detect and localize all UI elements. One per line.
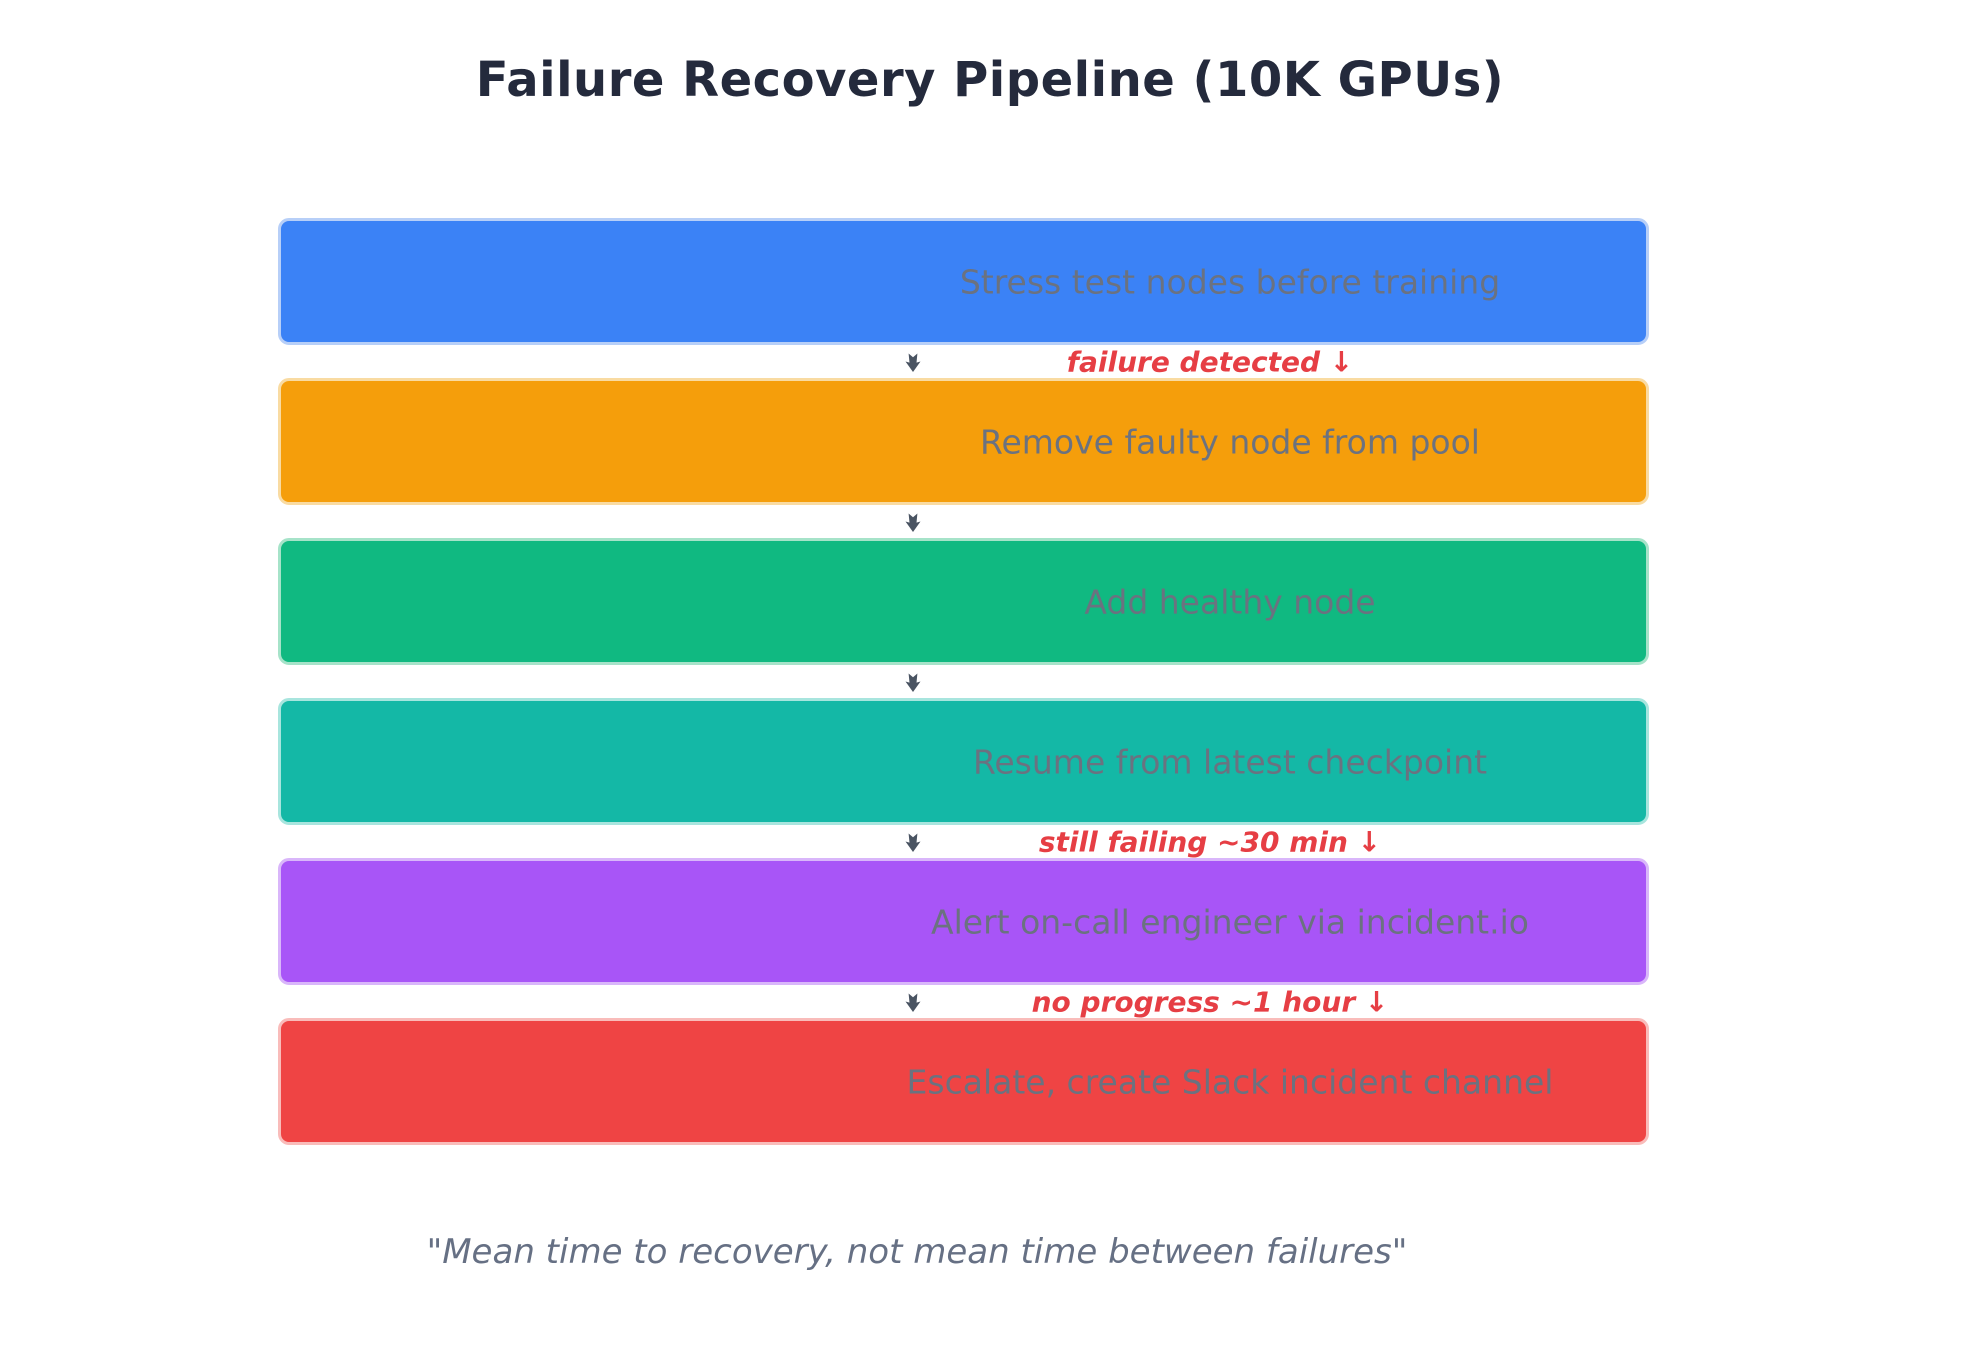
footer-quote: "Mean time to recovery, not mean time be… — [426, 1232, 1408, 1272]
step-label: Stress test nodes before training — [959, 262, 1501, 301]
transition-gap-3 — [278, 665, 1649, 698]
transition-gap-2 — [278, 505, 1649, 538]
step-box-remove-node: Remove faulty node from pool — [278, 378, 1649, 505]
step-box-add-node: Add healthy node — [278, 538, 1649, 665]
down-arrow-icon — [905, 512, 921, 532]
step-box-alert-oncall: Alert on-call engineer via incident.io — [278, 858, 1649, 985]
transition-label: still failing ~30 min ↓ — [1038, 825, 1382, 858]
step-box-resume-checkpoint: Resume from latest checkpoint — [278, 698, 1649, 825]
step-label: Add healthy node — [1084, 582, 1376, 621]
step-label: Remove faulty node from pool — [980, 422, 1480, 461]
transition-label: no progress ~1 hour ↓ — [1031, 985, 1389, 1018]
step-label: Alert on-call engineer via incident.io — [931, 902, 1529, 941]
down-arrow-icon — [905, 832, 921, 852]
transition-gap-5: no progress ~1 hour ↓ — [278, 985, 1649, 1018]
step-box-stress-test: Stress test nodes before training — [278, 218, 1649, 345]
transition-gap-1: failure detected ↓ — [278, 345, 1649, 378]
step-box-escalate: Escalate, create Slack incident channel — [278, 1018, 1649, 1145]
transition-label: failure detected ↓ — [1066, 345, 1354, 378]
step-label: Resume from latest checkpoint — [972, 742, 1488, 781]
step-label: Escalate, create Slack incident channel — [906, 1062, 1554, 1101]
down-arrow-icon — [905, 352, 921, 372]
transition-gap-4: still failing ~30 min ↓ — [278, 825, 1649, 858]
down-arrow-icon — [905, 992, 921, 1012]
page-title: Failure Recovery Pipeline (10K GPUs) — [475, 52, 1505, 108]
down-arrow-icon — [905, 672, 921, 692]
